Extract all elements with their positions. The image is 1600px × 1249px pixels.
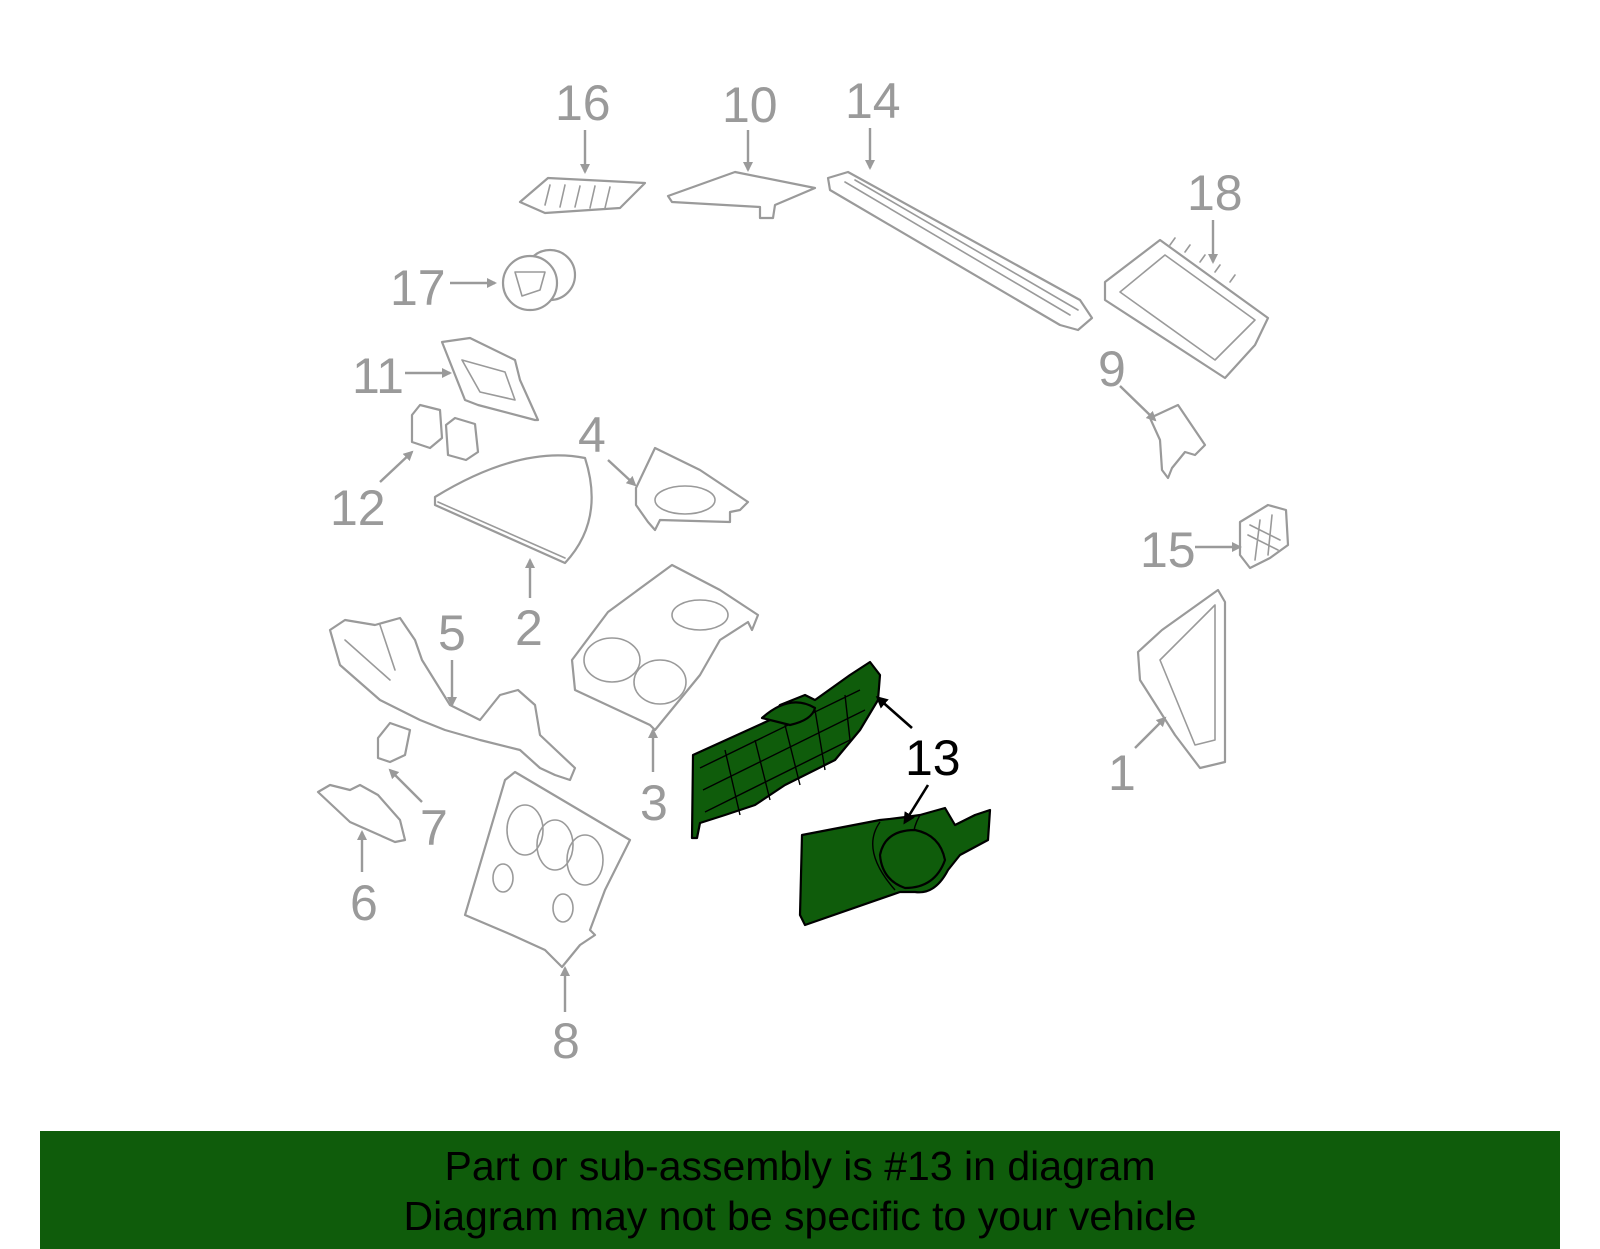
part-13-highlighted: 13 bbox=[690, 660, 992, 927]
part-5-lower-dash: 5 bbox=[328, 605, 577, 782]
info-banner: Part or sub-assembly is #13 in diagram D… bbox=[40, 1131, 1560, 1249]
callout-17: 17 bbox=[390, 260, 446, 316]
callout-6: 6 bbox=[350, 875, 378, 931]
callout-8: 8 bbox=[552, 1013, 580, 1069]
part-9-trim: 9 bbox=[1098, 341, 1207, 480]
callout-5: 5 bbox=[438, 605, 466, 661]
part-12-clips: 12 bbox=[330, 403, 480, 536]
callout-15: 15 bbox=[1140, 522, 1196, 578]
callout-11: 11 bbox=[352, 348, 404, 404]
part-8-console: 8 bbox=[463, 770, 632, 1069]
banner-line-1: Part or sub-assembly is #13 in diagram bbox=[444, 1143, 1156, 1189]
part-14-defrost-grille: 14 bbox=[826, 73, 1094, 332]
part-10-panel: 10 bbox=[666, 77, 817, 220]
part-3-center-bezel: 3 bbox=[570, 563, 760, 831]
callout-16: 16 bbox=[555, 75, 611, 131]
callout-12: 12 bbox=[330, 480, 386, 536]
part-1-side-cover: 1 bbox=[1108, 588, 1227, 801]
callout-13: 13 bbox=[905, 730, 961, 786]
part-2-cover: 2 bbox=[433, 454, 593, 656]
part-18-display: 18 bbox=[1103, 165, 1270, 380]
part-16-vent: 16 bbox=[518, 75, 647, 215]
part-7-clip: 7 bbox=[376, 721, 448, 856]
part-4-bezel: 4 bbox=[578, 407, 750, 532]
callout-4: 4 bbox=[578, 407, 606, 463]
callout-14: 14 bbox=[845, 73, 901, 129]
banner-line-2: Diagram may not be specific to your vehi… bbox=[403, 1193, 1197, 1239]
part-15-vent: 15 bbox=[1140, 503, 1290, 578]
part-17-knob: 17 bbox=[390, 248, 577, 316]
callout-2: 2 bbox=[515, 600, 543, 656]
callout-18: 18 bbox=[1187, 165, 1243, 221]
callout-3: 3 bbox=[640, 775, 668, 831]
part-11-bracket: 11 bbox=[352, 336, 540, 422]
callout-1: 1 bbox=[1108, 745, 1136, 801]
callout-7: 7 bbox=[420, 800, 448, 856]
part-6-box: 6 bbox=[316, 783, 407, 931]
callout-10: 10 bbox=[722, 77, 778, 133]
